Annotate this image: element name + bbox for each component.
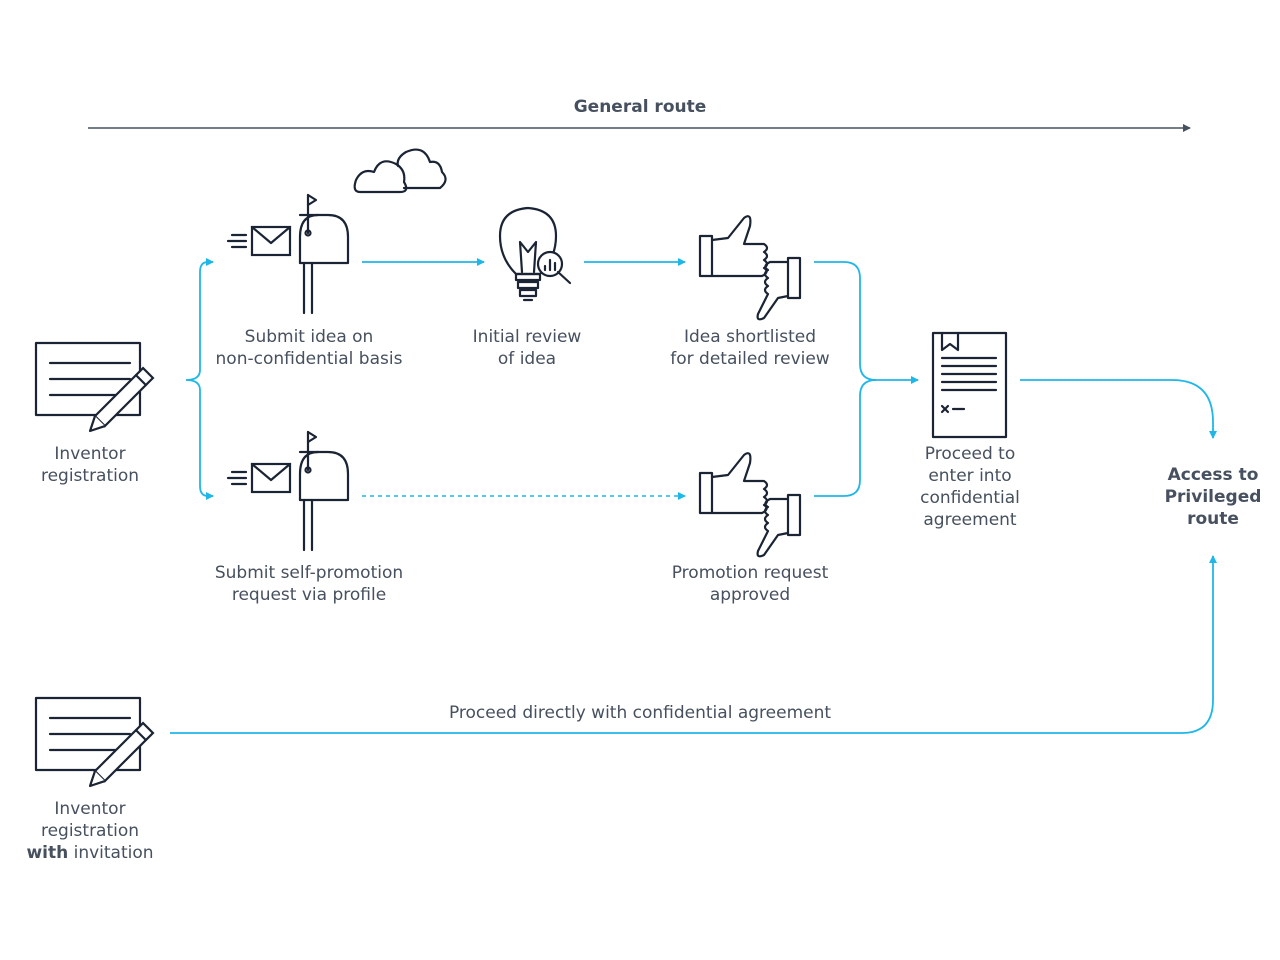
registration-form-pencil-icon (34, 341, 155, 438)
cloud-icon (353, 148, 447, 194)
thumbs-up-down-icon (698, 452, 802, 558)
thumbs-up-down-icon (698, 215, 802, 321)
registration-form-pencil-icon (34, 696, 155, 793)
proceed-confidential-label: Proceed to enter into confidential agree… (920, 444, 1020, 530)
idea-shortlisted-label: Idea shortlisted for detailed review (670, 327, 830, 369)
initial-review-label: Initial review of idea (472, 327, 582, 369)
promotion-approved-label: Promotion request approved (671, 563, 829, 605)
inventor-registration-label: Inventor registration (40, 444, 140, 486)
invitation-text: invitation (68, 843, 154, 863)
document-sign-icon (931, 331, 1008, 439)
submit-idea-label: Submit idea on non-confidential basis (215, 327, 403, 369)
submit-self-promotion-label: Submit self-promotion request via profil… (214, 563, 404, 605)
lightbulb-magnifier-icon (498, 206, 572, 302)
direct-route-label: Proceed directly with confidential agree… (448, 703, 832, 723)
mailbox-icon (226, 193, 350, 315)
access-privileged-route-label: Access to Privileged route (1164, 465, 1262, 529)
flow-connectors (170, 258, 1217, 734)
with-emphasis: with (26, 843, 69, 863)
registration-invitation-label: Inventor registration with invitation (26, 799, 154, 863)
general-route-title: General route (573, 97, 707, 117)
mailbox-icon (226, 430, 350, 552)
